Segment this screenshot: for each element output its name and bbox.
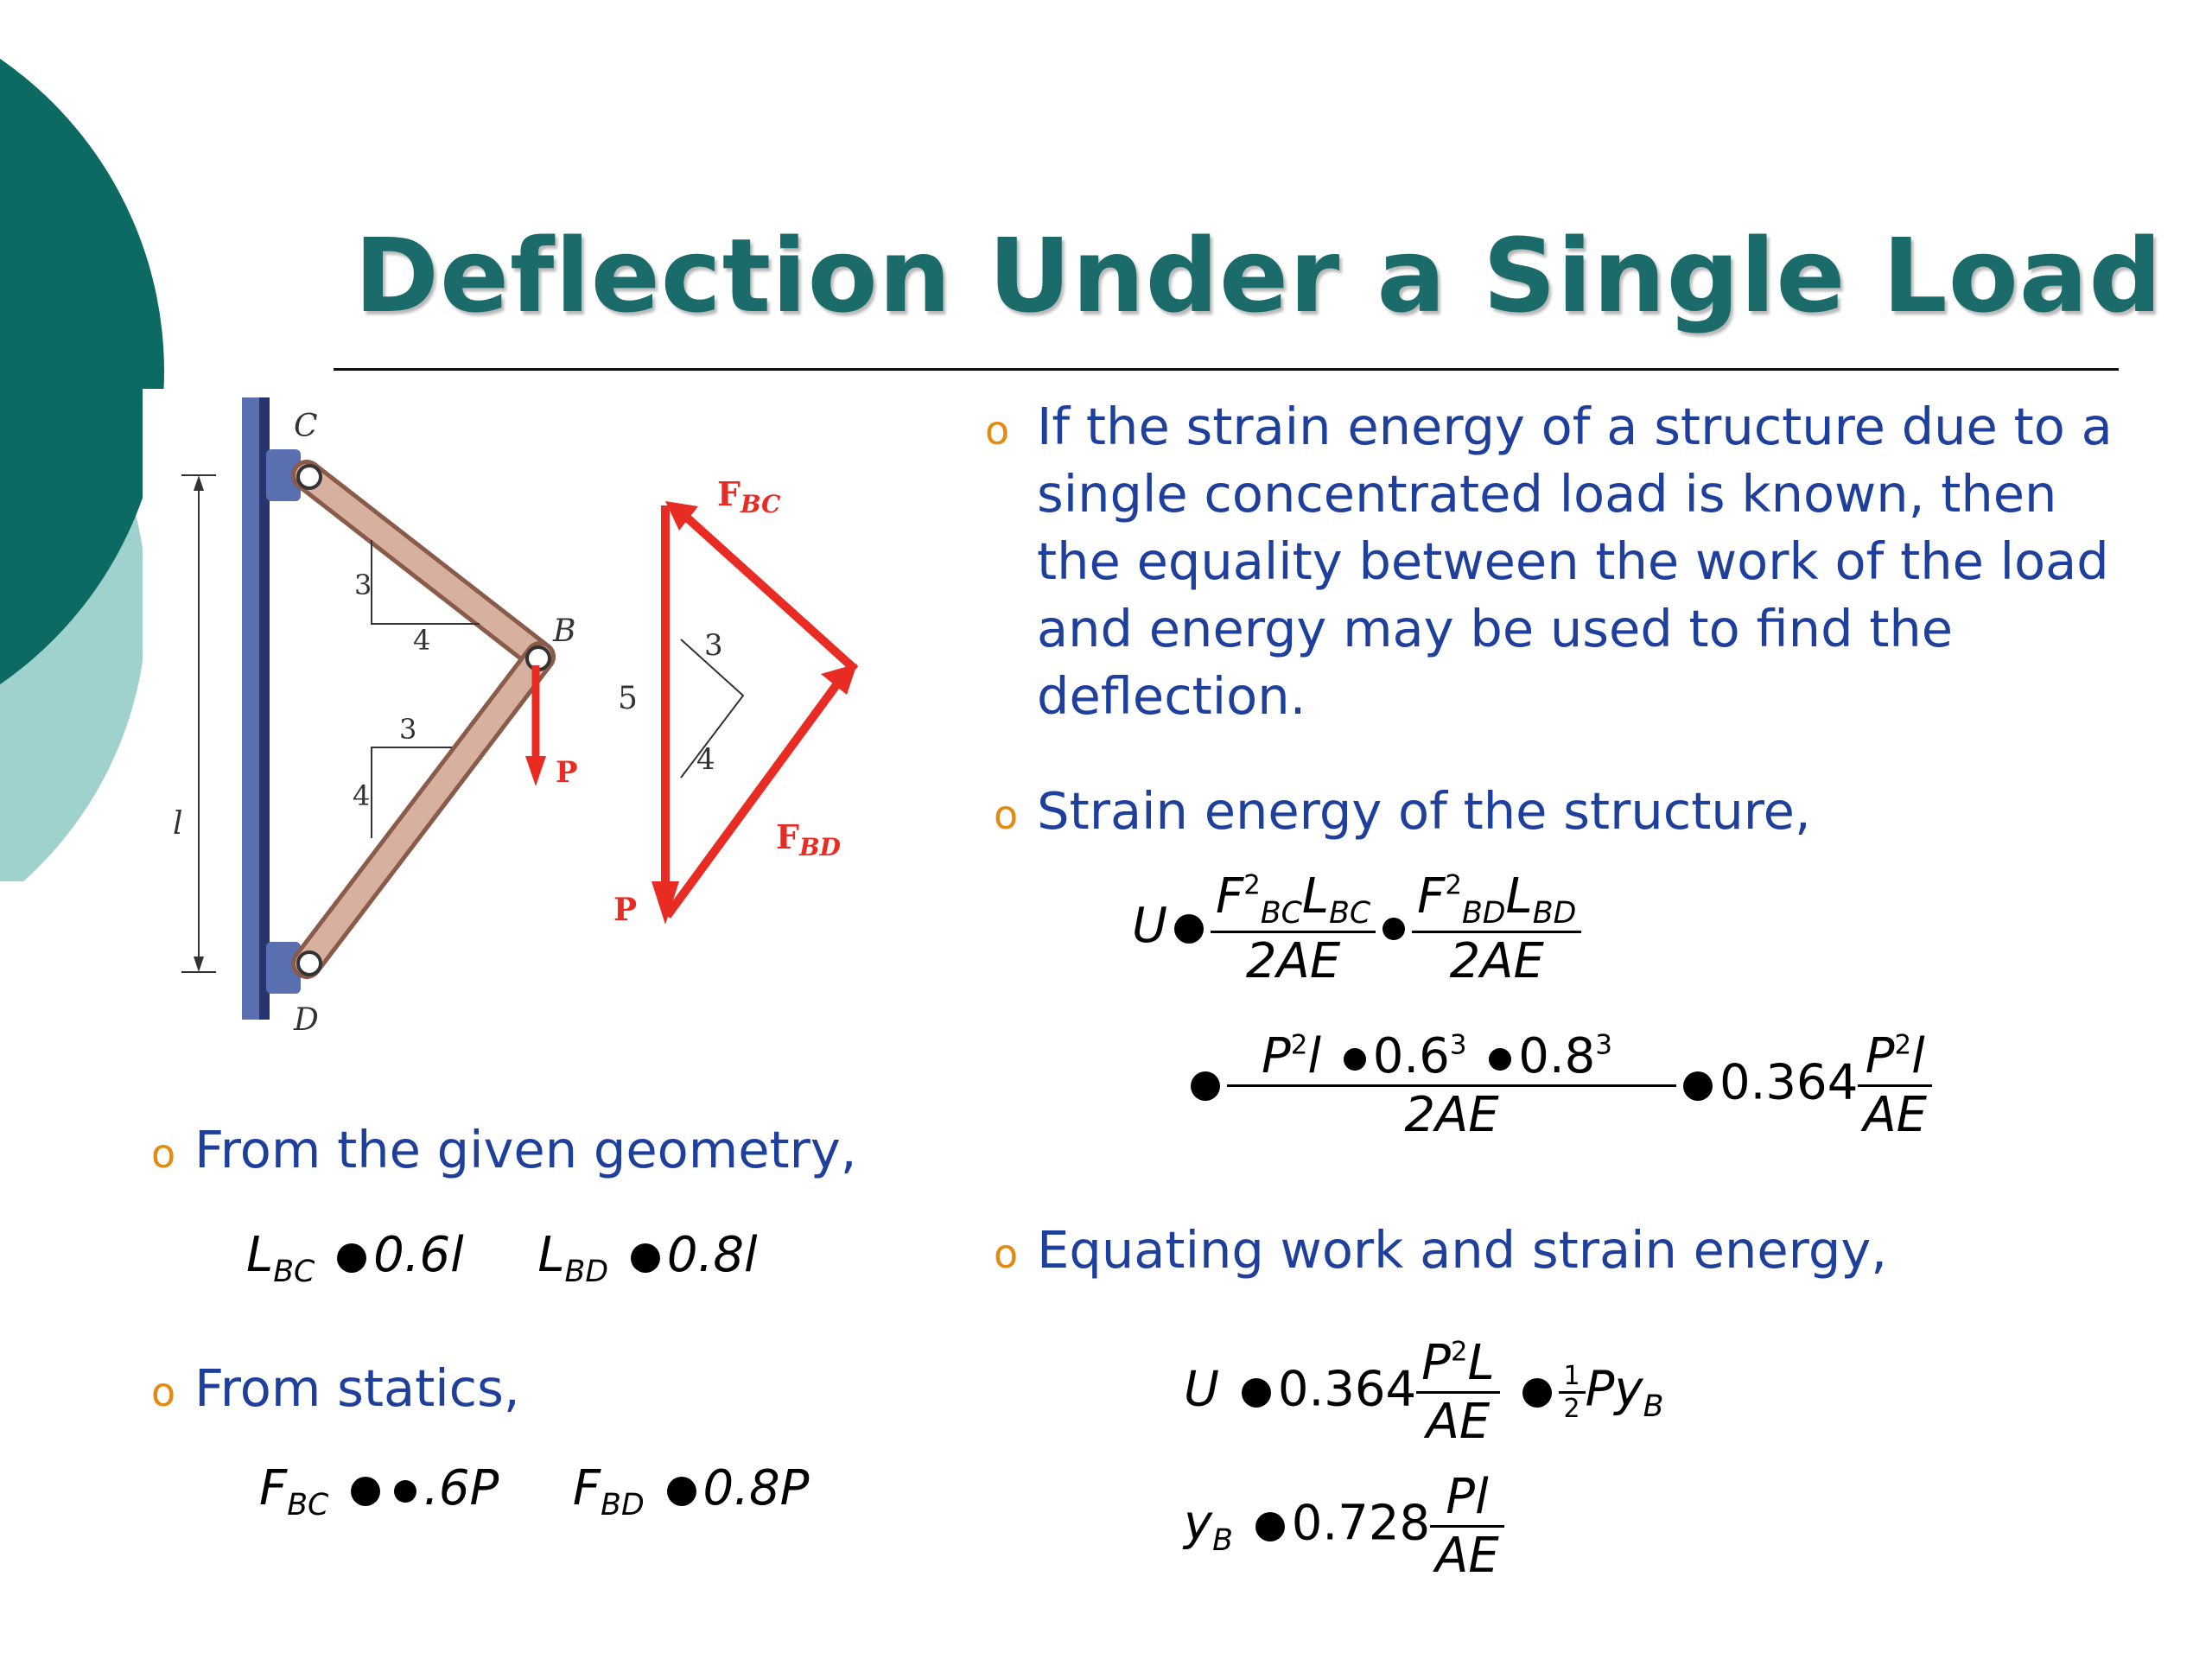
bullet-line: and energy may be used to find the	[1037, 599, 1954, 658]
truss-figure: l 3 4 3 4 C B D P FBC FBD P 5 3 4	[173, 397, 859, 1038]
bullet-line: the equality between the work of the loa…	[1037, 531, 2109, 591]
decorative-circles	[0, 59, 173, 881]
slope-4-top: 4	[413, 624, 430, 657]
slope-3-bot: 3	[399, 713, 416, 746]
triangle-p-label: P	[613, 892, 637, 928]
equation-lengths: LBC 0.6l LBD 0.8l	[246, 1227, 758, 1290]
triangle-5: 5	[618, 681, 638, 716]
node-d-label: D	[293, 1002, 319, 1038]
bullet-mark: o	[151, 1369, 176, 1415]
bullet-mark: o	[994, 791, 1019, 838]
slope-3-top: 3	[354, 569, 372, 601]
title-divider	[334, 368, 2119, 371]
bullet-line: single concentrated load is known, then	[1037, 464, 2057, 524]
triangle-4: 4	[696, 742, 715, 777]
equation-forces: FBC .6P FBD 0.8P	[259, 1460, 810, 1523]
slope-4-bot: 4	[353, 779, 370, 812]
bullet-mark: o	[994, 1230, 1019, 1277]
bullet-mark: o	[985, 407, 1010, 454]
dim-l-label: l	[173, 806, 183, 842]
node-c-label: C	[294, 409, 318, 444]
fbc-label: FBC	[717, 474, 781, 518]
page-title: Deflection Under a Single Load	[354, 216, 2163, 335]
bullet-line: If the strain energy of a structure due …	[1037, 397, 2113, 456]
fbd-label: FBD	[776, 817, 842, 861]
load-p-label: P	[556, 755, 578, 790]
bullet-line: deflection.	[1037, 666, 1306, 726]
triangle-3: 3	[704, 628, 723, 663]
bullet-strain-energy-intro: o If the strain energy of a structure du…	[985, 393, 2195, 730]
bullet-mark: o	[151, 1130, 176, 1177]
node-b-label: B	[552, 613, 575, 649]
